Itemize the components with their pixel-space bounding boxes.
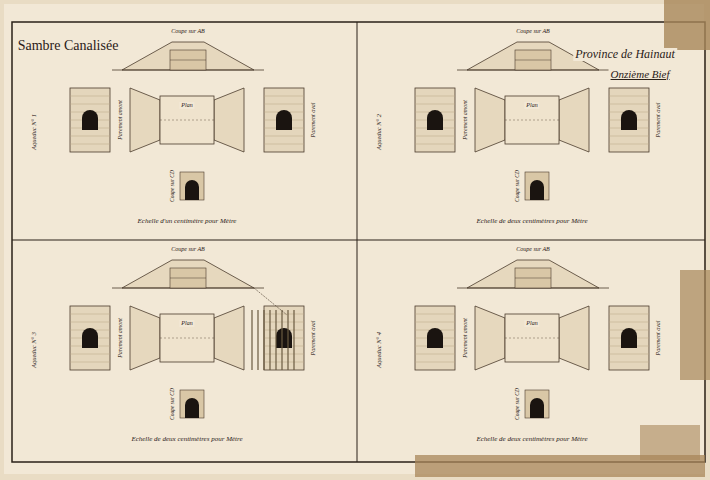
section-label: Coupe sur CD [169, 386, 175, 422]
face-label: Parement aval [655, 319, 662, 358]
culvert-drawing [415, 42, 649, 200]
sheet-title: Sambre Canalisée [16, 38, 121, 53]
plan-label: Plan [179, 102, 194, 109]
culvert-drawing [70, 260, 304, 418]
scale-caption: Echelle de deux centimètres pour Mètre [129, 436, 244, 444]
face-label: Parement aval [310, 319, 317, 358]
section-label: Coupe sur AB [514, 246, 552, 253]
panel-title: Aqueduc N° 2 [375, 112, 382, 152]
section-label: Coupe sur AB [514, 28, 552, 35]
panel-title: Aqueduc N° 3 [30, 330, 37, 370]
culvert-drawing [415, 260, 649, 418]
panel-title: Aqueduc N° 4 [375, 330, 382, 370]
face-label: Parement amont [117, 316, 124, 360]
panel-title: Aqueduc N° 1 [30, 112, 37, 152]
section-label: Coupe sur CD [514, 386, 520, 422]
plan-label: Plan [524, 320, 539, 327]
bief-label: Onzième Bief [609, 68, 672, 80]
face-label: Parement amont [117, 98, 124, 142]
face-label: Parement amont [462, 316, 469, 360]
section-label: Coupe sur AB [169, 28, 207, 35]
face-label: Parement amont [462, 98, 469, 142]
section-label: Coupe sur AB [169, 246, 207, 253]
culvert-drawing [70, 42, 304, 200]
scale-caption: Echelle d'un centimètre pour Mètre [136, 218, 239, 226]
section-label: Coupe sur CD [169, 168, 175, 204]
scale-caption: Echelle de deux centimètres pour Mètre [474, 218, 589, 226]
plan-label: Plan [179, 320, 194, 327]
face-label: Parement aval [655, 101, 662, 140]
province-label: Province de Hainaut [573, 48, 677, 61]
section-label: Coupe sur CD [514, 168, 520, 204]
face-label: Parement aval [310, 101, 317, 140]
plan-label: Plan [524, 102, 539, 109]
scale-caption: Echelle de deux centimètres pour Mètre [474, 436, 589, 444]
